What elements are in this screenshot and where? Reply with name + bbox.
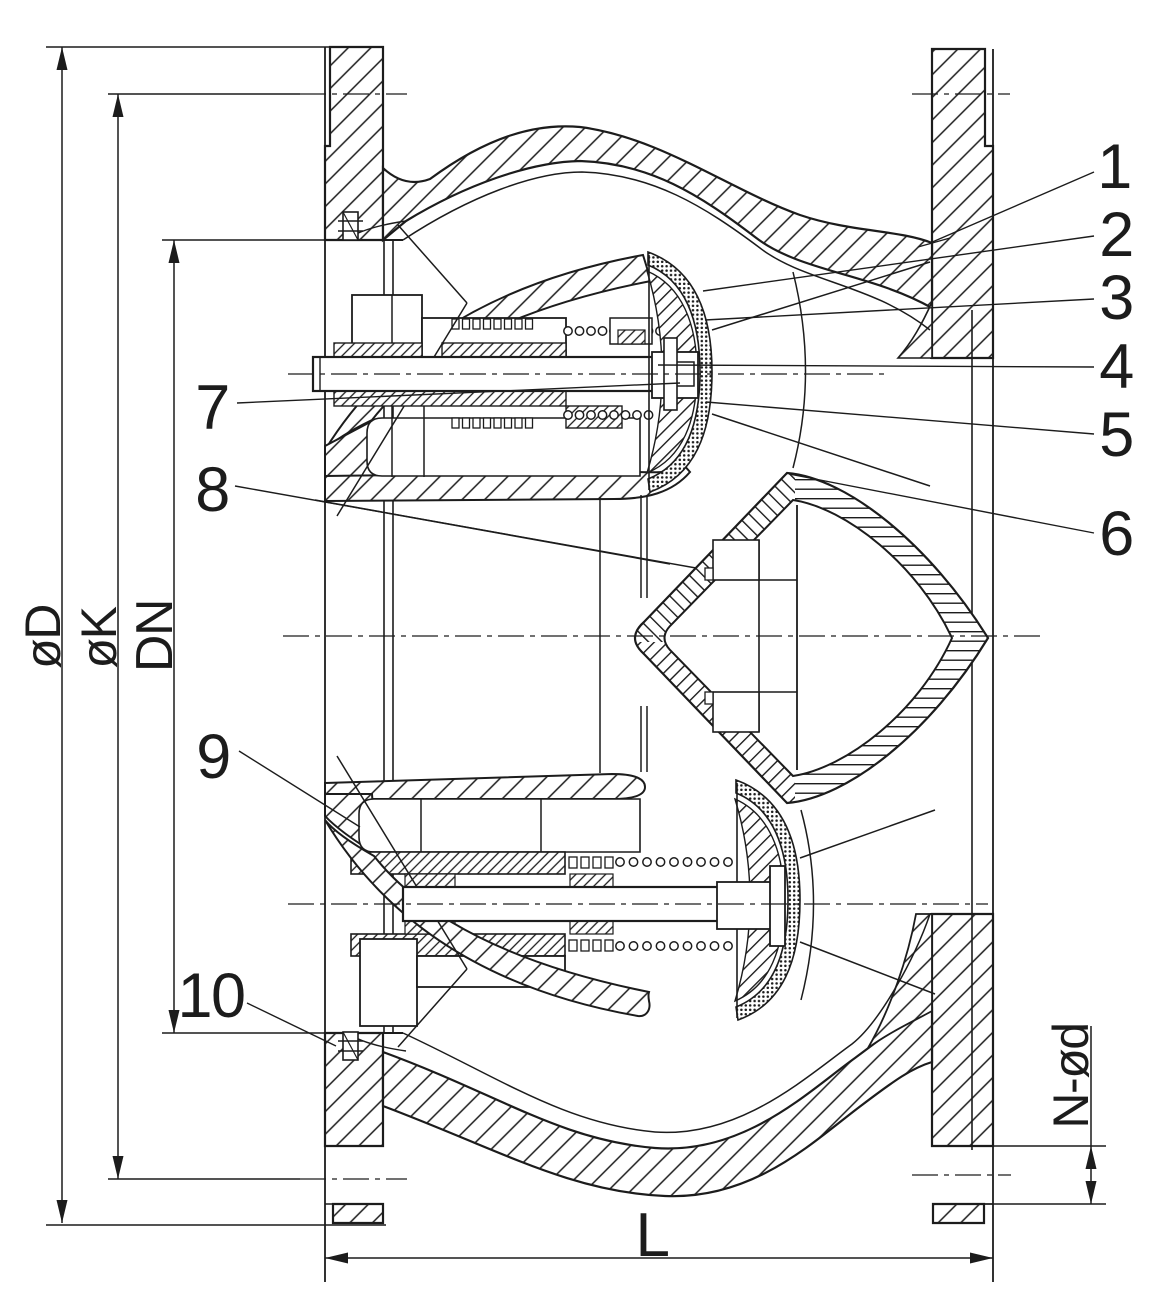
svg-text:DN: DN [126,600,184,672]
svg-text:2: 2 [1099,200,1133,270]
svg-text:5: 5 [1099,400,1133,470]
svg-text:øD: øD [15,605,71,669]
svg-text:10: 10 [177,961,244,1031]
svg-text:8: 8 [195,455,229,525]
svg-text:3: 3 [1099,263,1133,333]
svg-text:4: 4 [1099,332,1133,402]
svg-text:L: L [636,1201,669,1270]
svg-text:N-ød: N-ød [1043,1023,1099,1128]
svg-text:7: 7 [195,373,229,443]
svg-text:øK: øK [71,606,127,668]
svg-text:6: 6 [1099,499,1133,569]
svg-text:1: 1 [1097,132,1131,202]
svg-text:9: 9 [196,722,230,792]
